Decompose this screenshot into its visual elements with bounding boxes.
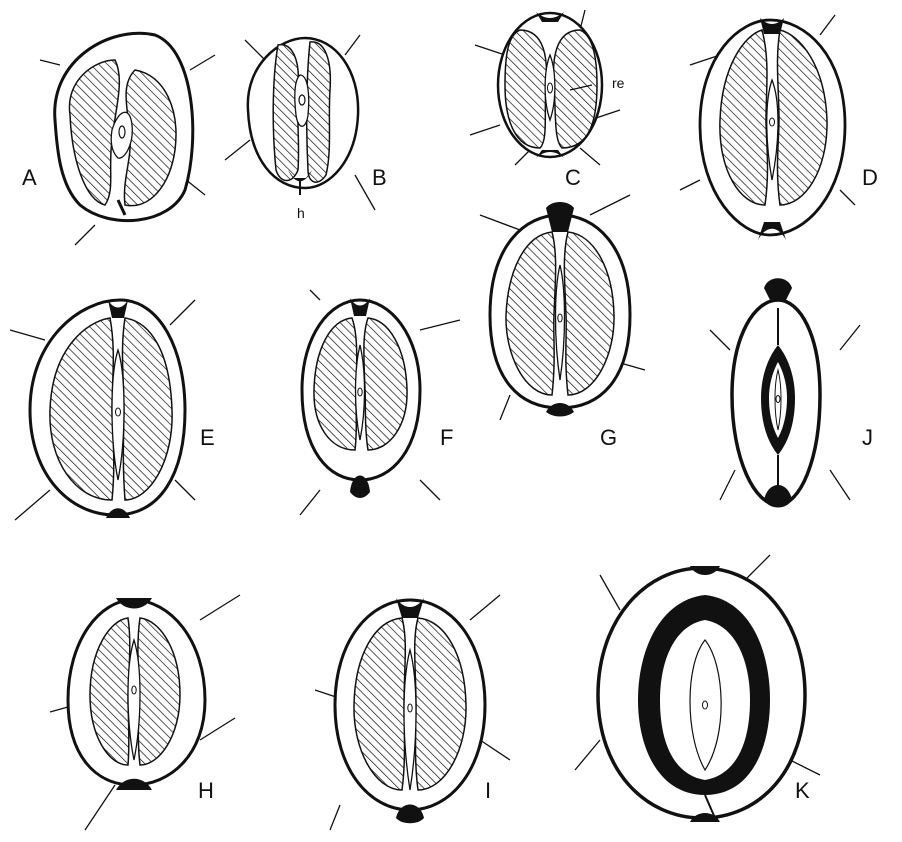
label-re: re <box>612 75 625 91</box>
stoma-j <box>710 278 860 507</box>
stoma-g <box>480 195 645 420</box>
label-h-upper: H <box>198 778 214 803</box>
stoma-f <box>300 290 460 515</box>
label-e: E <box>200 425 215 450</box>
label-f: F <box>440 425 453 450</box>
stoma-i <box>315 595 510 830</box>
label-a: A <box>22 165 37 190</box>
label-i: I <box>485 778 491 803</box>
label-h: h <box>297 205 305 221</box>
stoma-a <box>40 33 215 245</box>
label-b: B <box>372 165 387 190</box>
label-d: D <box>862 165 878 190</box>
stoma-b <box>225 35 375 210</box>
stoma-e <box>10 300 195 520</box>
stoma-d <box>680 15 855 240</box>
label-j: J <box>862 425 873 450</box>
label-c: C <box>565 165 581 190</box>
stoma-c <box>470 10 620 165</box>
stoma-k <box>575 555 820 822</box>
label-g: G <box>600 425 617 450</box>
label-k: K <box>795 778 810 803</box>
